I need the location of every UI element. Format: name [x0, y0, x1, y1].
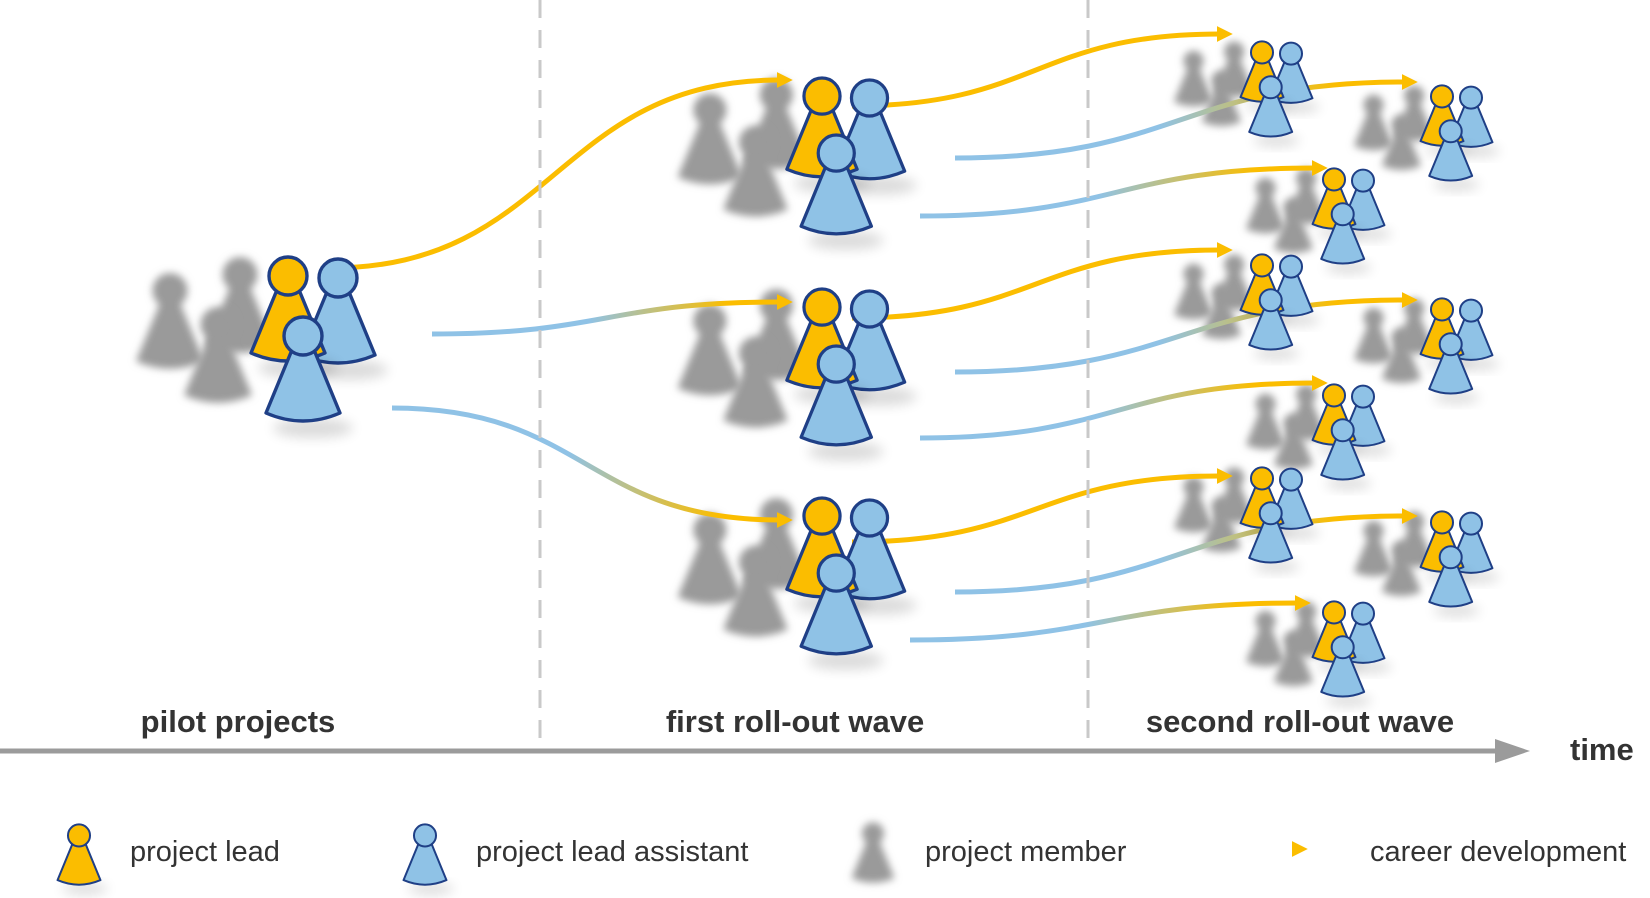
project-member-icon — [723, 336, 788, 428]
project-lead-assistant-icon — [1320, 418, 1372, 490]
career-path-assistant — [919, 375, 1328, 441]
project-member-icon — [723, 125, 788, 217]
project-lead-assistant-icon — [1320, 202, 1372, 274]
project-member-icon — [1245, 393, 1286, 450]
project-lead-assistant-icon — [1248, 288, 1300, 360]
career-path-lead — [329, 72, 793, 271]
career-path-assistant — [391, 405, 793, 528]
project-member-icon — [851, 822, 895, 883]
project-member-icon — [183, 307, 253, 403]
project-member-icon — [1173, 476, 1214, 533]
project-lead-assistant-icon — [402, 823, 454, 895]
project-member-icon — [1273, 197, 1314, 253]
project-member-icon — [1273, 630, 1314, 686]
career-path-lead — [851, 26, 1233, 109]
project-member-icon — [851, 822, 895, 883]
project-lead-assistant-icon — [799, 133, 884, 250]
project-member-icon — [1381, 327, 1422, 383]
career-path-assistant — [909, 595, 1311, 643]
project-lead-assistant-icon — [1448, 298, 1501, 370]
career-path-assistant — [954, 74, 1418, 161]
project-member-icon — [1173, 263, 1214, 320]
phase-label-pilot: pilot projects — [141, 704, 336, 739]
project-pawns-layer — [249, 40, 1501, 707]
project-member-icon — [135, 273, 205, 369]
project-lead-assistant-icon — [799, 553, 884, 670]
project-member-icon — [677, 93, 743, 185]
project-lead-assistant-icon — [799, 344, 884, 461]
project-member-icon — [1173, 50, 1214, 107]
project-lead-icon — [56, 823, 108, 895]
project-member-icon — [677, 513, 743, 605]
project-lead-icon — [56, 823, 108, 895]
career-path-lead — [851, 242, 1233, 321]
career-path-assistant — [919, 160, 1328, 219]
career-paths-layer — [329, 26, 1418, 643]
project-member-icon — [1381, 540, 1422, 596]
legend: project lead project lead assistant proj… — [56, 822, 1626, 895]
project-member-icon — [1353, 94, 1394, 151]
phase-label-second-wave: second roll-out wave — [1146, 704, 1454, 739]
career-path-assistant — [954, 292, 1418, 375]
project-lead-assistant-icon — [1248, 75, 1300, 147]
project-member-icon — [677, 304, 743, 396]
phase-label-first-wave: first roll-out wave — [666, 704, 924, 739]
project-lead-assistant-icon — [1320, 635, 1372, 707]
time-axis-label: time — [1570, 732, 1634, 767]
project-lead-assistant-icon — [832, 78, 917, 195]
project-member-icon — [1353, 307, 1394, 364]
project-member-icon — [723, 545, 788, 637]
project-lead-assistant-icon — [264, 315, 353, 438]
time-axis-arrowhead — [1495, 739, 1530, 763]
project-lead-assistant-icon — [1428, 332, 1480, 404]
legend-career-development: career development — [1370, 836, 1626, 868]
legend-project-lead-assistant: project lead assistant — [476, 836, 748, 868]
project-member-icon — [1381, 114, 1422, 170]
career-path-lead — [851, 468, 1233, 545]
project-member-icon — [1353, 520, 1394, 577]
project-member-icon — [1245, 177, 1286, 234]
project-member-icon — [1273, 413, 1314, 469]
project-lead-assistant-icon — [1428, 545, 1480, 617]
legend-project-lead: project lead — [130, 836, 280, 868]
project-lead-assistant-icon — [402, 823, 454, 895]
career-path-assistant — [431, 294, 793, 337]
project-lead-assistant-icon — [1248, 501, 1300, 573]
project-member-icon — [1245, 610, 1286, 667]
career-path-assistant — [954, 508, 1418, 595]
legend-project-member: project member — [925, 836, 1127, 868]
project-lead-assistant-icon — [1428, 119, 1480, 191]
